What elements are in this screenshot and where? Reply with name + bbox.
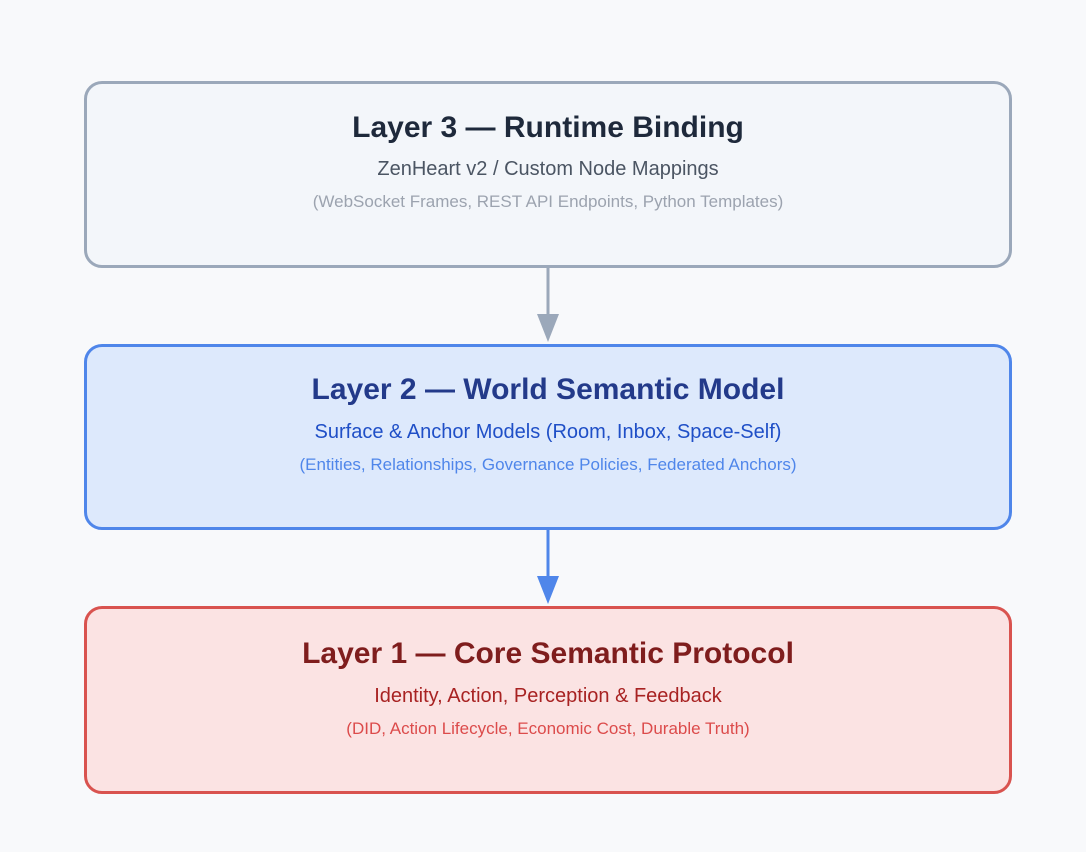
layer-1-subtitle: Identity, Action, Perception & Feedback (374, 685, 722, 707)
arrow-layer3-to-layer2 (537, 268, 559, 342)
layer-1-title: Layer 1 — Core Semantic Protocol (302, 637, 794, 670)
layer-2-title: Layer 2 — World Semantic Model (311, 373, 785, 406)
layer-2-detail: (Entities, Relationships, Governance Pol… (299, 455, 797, 474)
layer-1-box: Layer 1 — Core Semantic Protocol Identit… (84, 606, 1012, 794)
layer-3-box: Layer 3 — Runtime Binding ZenHeart v2 / … (84, 81, 1012, 268)
layer-2-subtitle: Surface & Anchor Models (Room, Inbox, Sp… (314, 421, 782, 443)
layer-3-detail: (WebSocket Frames, REST API Endpoints, P… (312, 192, 784, 211)
arrow-layer2-to-layer1 (537, 530, 559, 604)
layer-2-box: Layer 2 — World Semantic Model Surface &… (84, 344, 1012, 530)
layer-3-subtitle: ZenHeart v2 / Custom Node Mappings (377, 158, 719, 180)
layer-1-detail: (DID, Action Lifecycle, Economic Cost, D… (346, 719, 750, 738)
layer-3-title: Layer 3 — Runtime Binding (352, 111, 744, 144)
